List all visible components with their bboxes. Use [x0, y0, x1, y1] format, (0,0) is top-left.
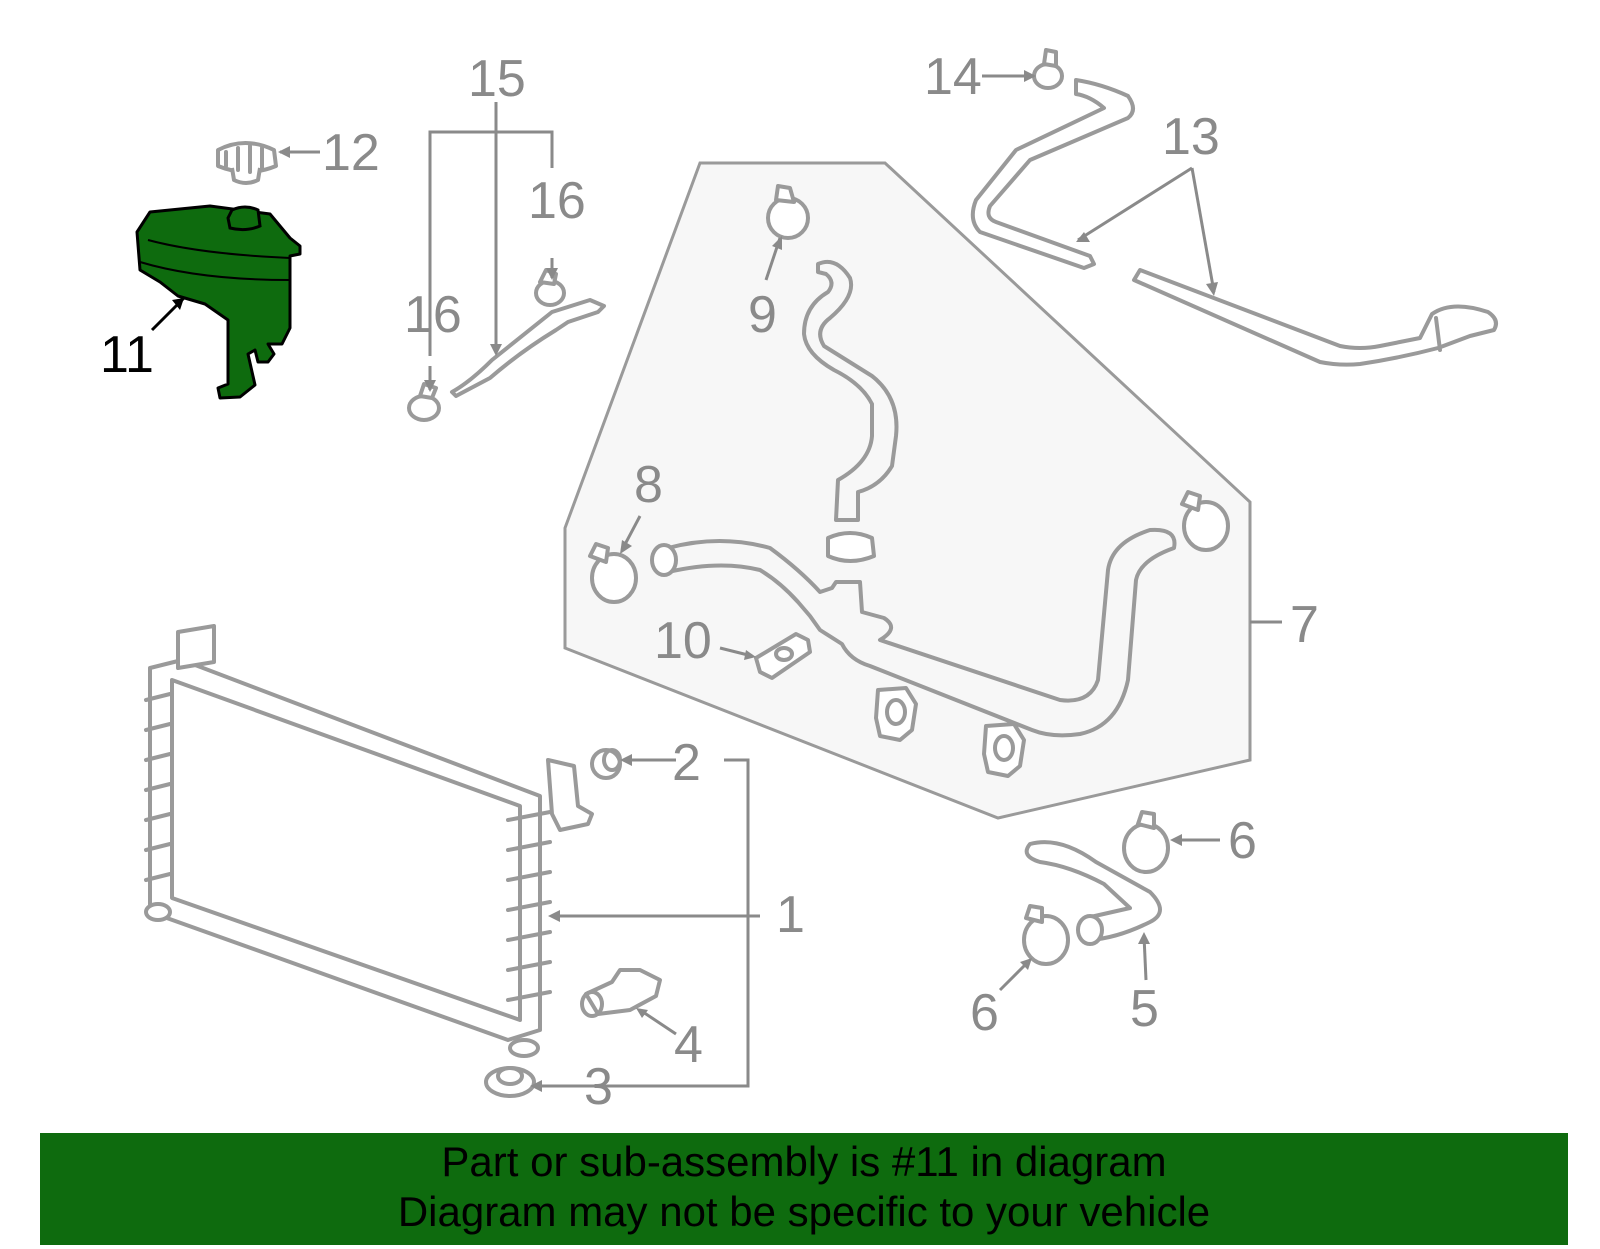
reservoir-seam [147, 239, 291, 259]
callout-14[interactable]: 14 [924, 48, 982, 106]
radiator-fins-left [144, 692, 172, 882]
hose-clamp-8[interactable] [588, 542, 638, 604]
heater-hose-lower[interactable] [1132, 268, 1498, 367]
upper-radiator-hose[interactable] [802, 259, 899, 522]
radiator-insulator-2[interactable] [590, 748, 622, 780]
callout-12[interactable]: 12 [322, 124, 380, 182]
reservoir-cap[interactable] [216, 141, 278, 185]
banner-line-1: Part or sub-assembly is #11 in diagram [441, 1138, 1167, 1185]
hose-clamp-center[interactable] [826, 531, 876, 563]
radiator-fins-right [506, 810, 552, 1002]
temperature-sensor-4[interactable] [580, 968, 662, 1018]
hose-clamp-6a[interactable] [1122, 810, 1170, 874]
reservoir-neck [226, 205, 262, 232]
callout-2[interactable]: 2 [672, 734, 701, 792]
reservoir-seam-lower [139, 261, 291, 281]
hose-clamp-top[interactable] [1032, 48, 1064, 90]
callout-5[interactable]: 5 [1130, 980, 1159, 1038]
callout-6-right[interactable]: 6 [1228, 812, 1257, 870]
callout-16-upper[interactable]: 16 [528, 172, 586, 230]
reservoir-body [135, 204, 302, 400]
hose-clamp-9[interactable] [766, 184, 810, 240]
callout-16-lower[interactable]: 16 [404, 286, 462, 344]
hose-kit-panel [563, 161, 1252, 820]
callout-3[interactable]: 3 [584, 1058, 613, 1116]
callout-1[interactable]: 1 [776, 886, 805, 944]
callout-13[interactable]: 13 [1162, 108, 1220, 166]
hose-bracket-10[interactable] [754, 632, 812, 680]
callout-6-left[interactable]: 6 [970, 984, 999, 1042]
callout-7[interactable]: 7 [1290, 596, 1319, 654]
leader-lines [150, 70, 1282, 1092]
hose-clamp-6b[interactable] [1022, 904, 1070, 966]
coolant-reservoir-highlighted[interactable] [135, 204, 302, 400]
overflow-hose[interactable] [450, 298, 606, 398]
heater-hose-upper[interactable] [970, 78, 1135, 270]
callout-9[interactable]: 9 [748, 286, 777, 344]
callout-10[interactable]: 10 [654, 612, 712, 670]
banner-line-2: Diagram may not be specific to your vehi… [397, 1188, 1211, 1235]
callout-11[interactable]: 11 [100, 326, 154, 384]
lower-radiator-hose[interactable] [650, 527, 1177, 738]
hose-bracket-a[interactable] [874, 686, 918, 742]
hose-clamp-right[interactable] [1180, 490, 1230, 552]
hose-clamp-lower[interactable] [407, 382, 441, 422]
callout-labels: 11 12 15 16 16 14 13 9 8 10 7 2 1 4 3 6 … [100, 48, 1319, 1116]
callout-15[interactable]: 15 [468, 50, 526, 108]
callout-8[interactable]: 8 [634, 456, 663, 514]
bypass-hose-5[interactable] [1024, 840, 1162, 946]
hose-bracket-b[interactable] [982, 722, 1026, 778]
info-banner: Part or sub-assembly is #11 in diagram D… [40, 1133, 1568, 1245]
callout-4[interactable]: 4 [674, 1016, 703, 1074]
hose-clamp-upper[interactable] [534, 268, 566, 307]
parts-diagram: 11 12 15 16 16 14 13 9 8 10 7 2 1 4 3 6 … [100, 48, 1498, 1116]
radiator[interactable] [144, 624, 594, 1058]
radiator-insulator-3[interactable] [484, 1066, 536, 1098]
